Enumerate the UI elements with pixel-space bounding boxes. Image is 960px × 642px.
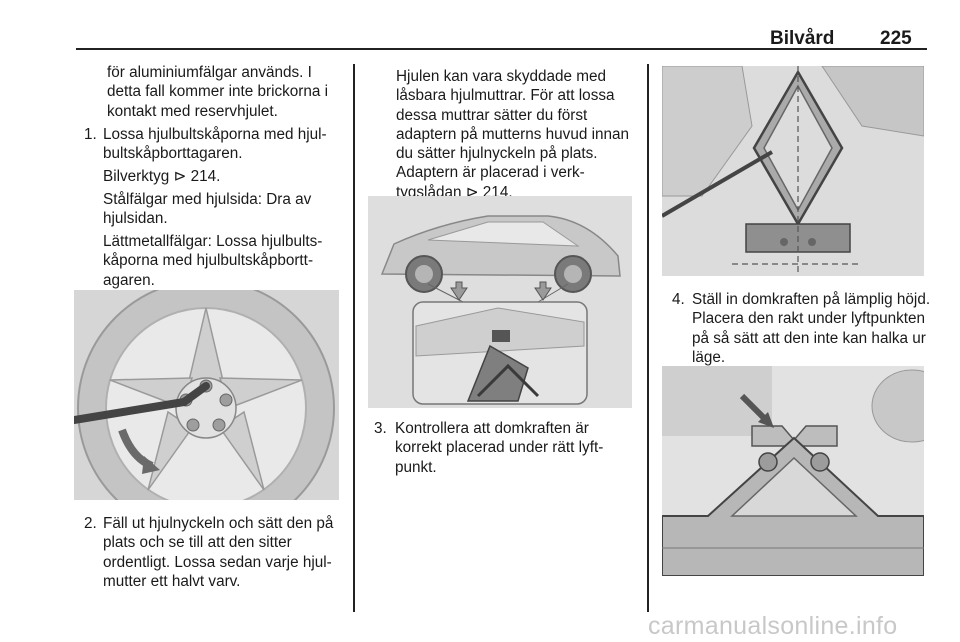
steel-wheel-note: Stålfälgar med hjulsida: Dra av hjulsida…: [103, 191, 312, 228]
header-rule: [76, 48, 927, 50]
step-4-text: Ställ in domkraften på lämplig höjd. Pla…: [692, 291, 931, 366]
alloy-wheel-note: Lättmetallfälgar: Lossa hjulbults­kåporn…: [103, 233, 323, 289]
wheel-wrench-illustration: [74, 290, 339, 500]
watermark: carmanualsonline.info: [648, 612, 898, 640]
step-number: 4.: [672, 291, 685, 308]
jack-head-closeup-illustration: [662, 366, 924, 576]
step-number: 1.: [84, 126, 97, 143]
step-1-text: Lossa hjulbultskåporna med hjul­bultskåp…: [103, 126, 327, 163]
column-divider-left: [353, 64, 355, 612]
section-title: Bilvård: [770, 28, 835, 49]
page-number: 225: [880, 28, 912, 49]
step-number: 3.: [374, 420, 387, 437]
jack-under-sill-illustration: [662, 66, 924, 276]
column-divider-right: [647, 64, 649, 612]
step-3-text: Kontrollera att domkraften är korrekt pl…: [395, 420, 604, 476]
jack-position-illustration: [368, 196, 632, 408]
locking-nuts-note: Hjulen kan vara skyddade med låsbara hju…: [396, 68, 630, 201]
step-2-text: Fäll ut hjulnyckeln och sätt den på plat…: [103, 515, 334, 590]
intro-paragraph: för aluminiumfälgar används. I detta fal…: [107, 64, 329, 120]
tool-reference: Bilverktyg ⊳ 214.: [103, 168, 221, 185]
step-number: 2.: [84, 515, 97, 532]
